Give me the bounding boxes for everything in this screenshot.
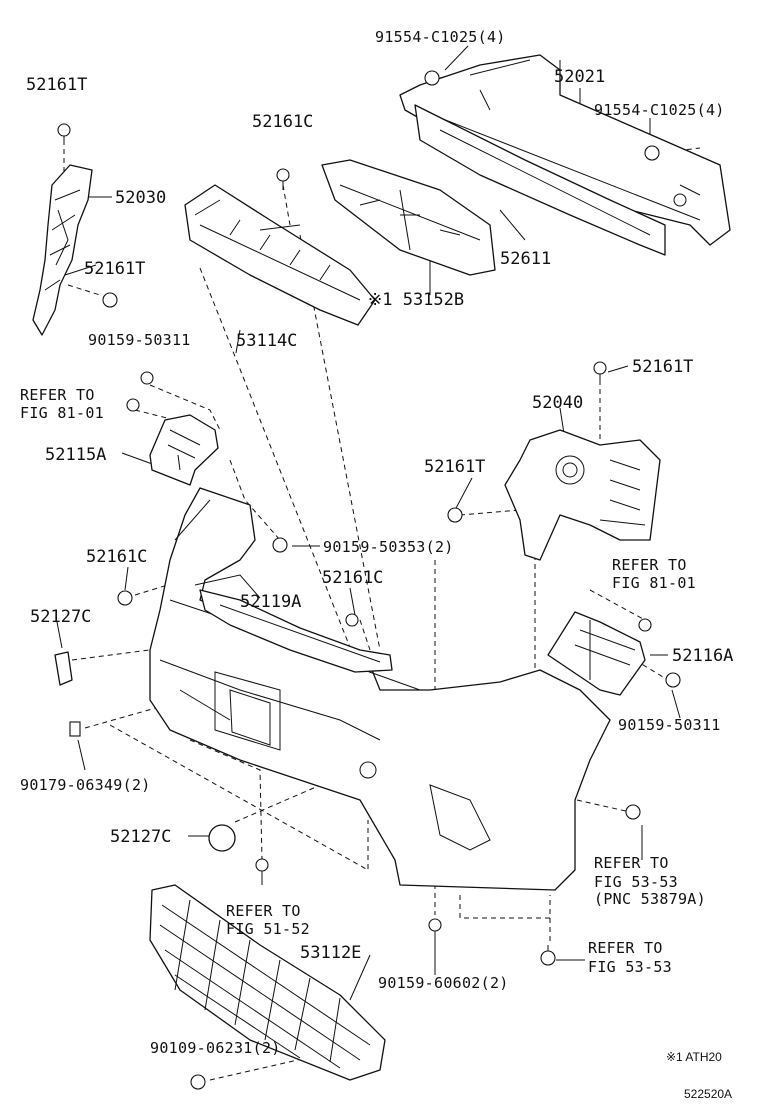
- retainer-53114C: [184, 184, 376, 326]
- label-52161C-c: 52161C: [322, 568, 383, 588]
- label-52127C-a: 52127C: [30, 607, 91, 627]
- bumper-cover: [149, 487, 611, 891]
- label-refer-81-b-line2: FIG 81-01: [612, 574, 696, 592]
- label-90159-50311-b: 90159-50311: [618, 716, 721, 734]
- label-52161T-a: 52161T: [26, 75, 87, 95]
- label-53152B: ※1 53152B: [368, 290, 464, 310]
- label-52030: 52030: [115, 188, 166, 208]
- figure-code: 522520A: [684, 1087, 732, 1101]
- label-refer-81-b-line1: REFER TO: [612, 556, 687, 574]
- label-refer-51-52-line1: REFER TO: [226, 902, 301, 920]
- label-53112E: 53112E: [300, 943, 361, 963]
- absorber-52611: [414, 104, 666, 256]
- label-52611: 52611: [500, 249, 551, 269]
- label-90159-50311-a: 90159-50311: [88, 331, 191, 349]
- label-refer-51-52-line2: FIG 51-52: [226, 920, 310, 938]
- label-52127C-b: 52127C: [110, 827, 171, 847]
- label-52161C-a: 52161C: [252, 112, 313, 132]
- hole-plug-52127C: [54, 651, 236, 852]
- label-52116A: 52116A: [672, 646, 733, 666]
- label-91554-C1025-a: 91554-C1025(4): [375, 28, 506, 46]
- label-refer-53-53-b-line1: REFER TO: [588, 939, 663, 957]
- label-52161C-b: 52161C: [86, 547, 147, 567]
- label-refer-81-a-line1: REFER TO: [20, 386, 95, 404]
- label-refer-53-53-b-line2: FIG 53-53: [588, 958, 672, 976]
- label-90109-06231: 90109-06231(2): [150, 1039, 281, 1057]
- label-52119A: 52119A: [240, 592, 301, 612]
- label-refer-53-53-a-line1: REFER TO: [594, 854, 669, 872]
- label-90159-60602: 90159-60602(2): [378, 974, 509, 992]
- side-bracket-52115A: [149, 414, 219, 486]
- side-bracket-52116A: [547, 611, 646, 696]
- label-52040: 52040: [532, 393, 583, 413]
- lower-grille-53112E: [149, 884, 386, 1081]
- footnote-ath20: ※1 ATH20: [666, 1050, 722, 1064]
- label-52021: 52021: [554, 67, 605, 87]
- label-refer-53-53-a-line3: (PNC 53879A): [594, 890, 706, 908]
- label-52161T-b: 52161T: [84, 259, 145, 279]
- side-bracket-52030: [32, 164, 93, 336]
- label-91554-C1025-b: 91554-C1025(4): [594, 101, 725, 119]
- label-53114C: 53114C: [236, 331, 297, 351]
- label-refer-53-53-a-line2: FIG 53-53: [594, 873, 678, 891]
- label-90159-50353: 90159-50353(2): [323, 538, 454, 556]
- retainer-52119A: [199, 589, 393, 673]
- fasteners: [57, 70, 681, 1090]
- absorber-53152B: [321, 159, 496, 276]
- label-52161T-c: 52161T: [632, 357, 693, 377]
- label-52161T-d: 52161T: [424, 457, 485, 477]
- label-90179-06349: 90179-06349(2): [20, 776, 151, 794]
- label-52115A: 52115A: [45, 445, 106, 465]
- part-labels: 52161T 52030 52161T 90159-50311 REFER TO…: [20, 28, 733, 1101]
- label-refer-81-a-line2: FIG 81-01: [20, 404, 104, 422]
- lamp-bracket-52040: [504, 429, 661, 561]
